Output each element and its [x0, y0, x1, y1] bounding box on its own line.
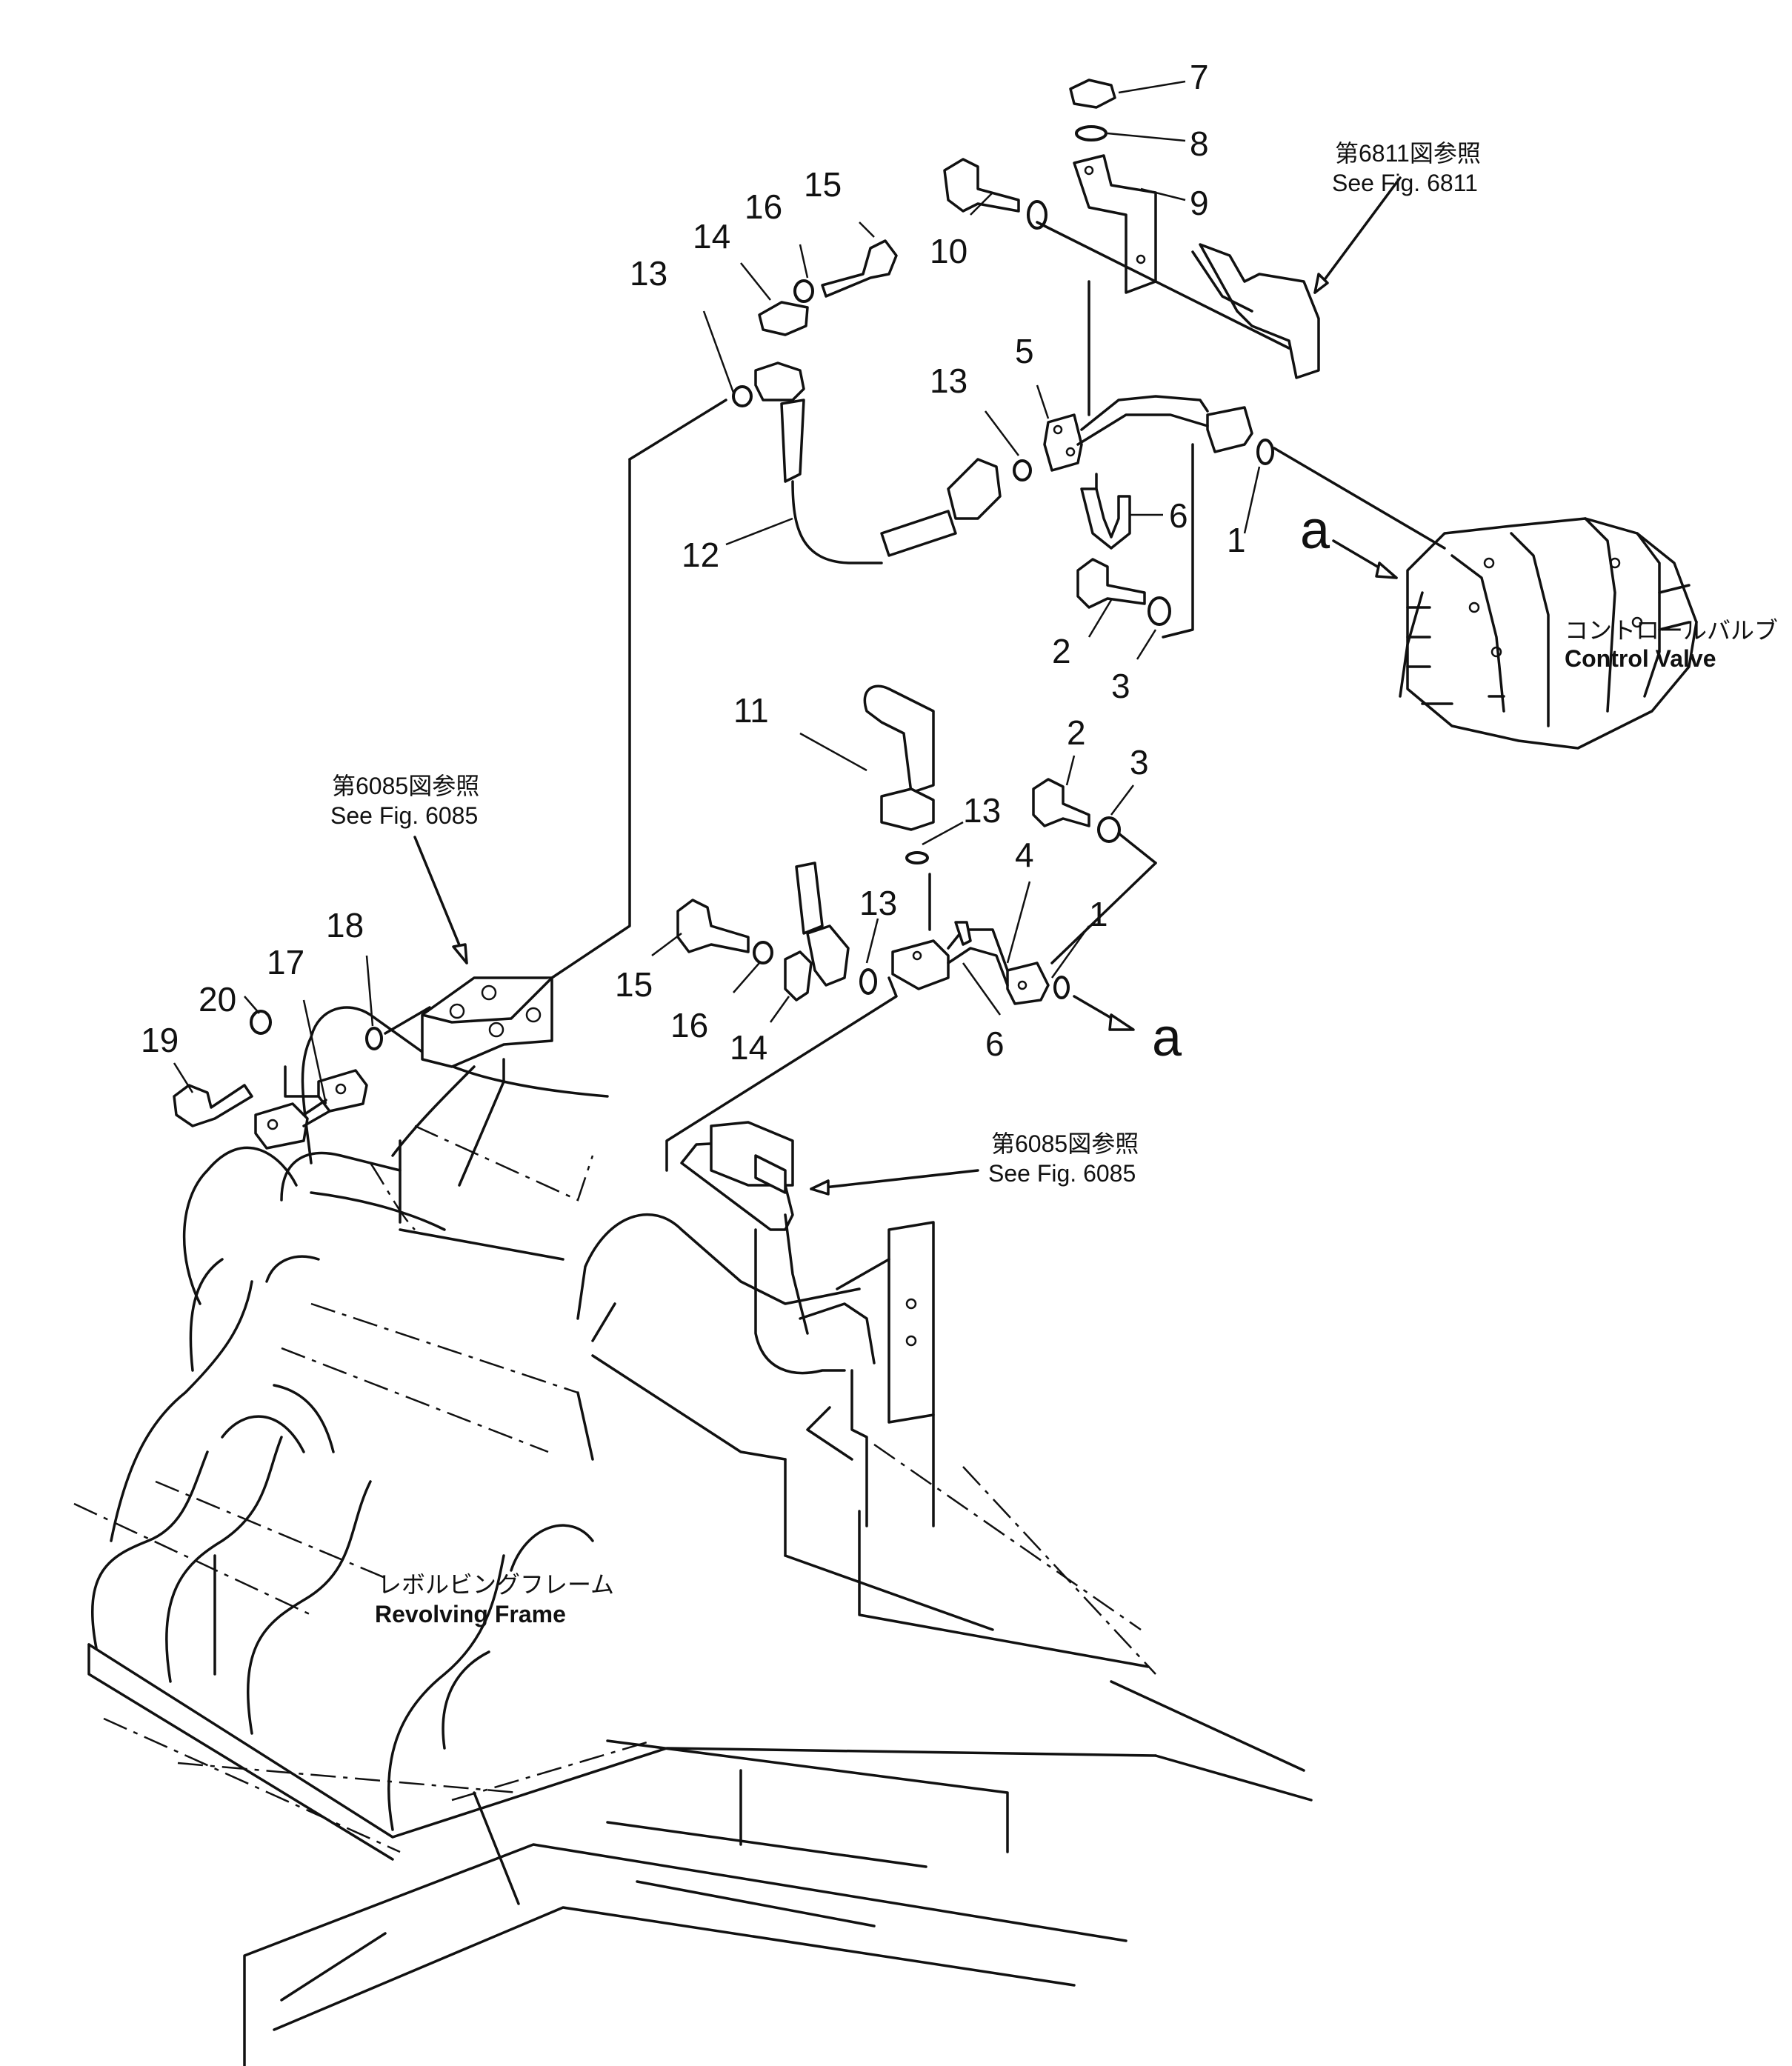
svg-text:第6811図参照: 第6811図参照: [1335, 140, 1481, 167]
part-6-elbow-upper: [1080, 487, 1131, 550]
part-4-tube: [891, 928, 1050, 1005]
part-10-bolt: [943, 158, 1020, 213]
part-1-oring-lower: [1053, 976, 1070, 999]
part-8-washer: [1075, 125, 1107, 141]
callout-11: 11: [733, 691, 769, 730]
callout-9: 9: [1190, 184, 1209, 222]
part-13-oring-lower-a: [905, 851, 929, 864]
part-19-bolt: [173, 1084, 253, 1127]
callout-6-upper: 6: [1169, 496, 1188, 535]
part-6-elbow-lower: [954, 921, 972, 946]
arrow-fig6811: [1313, 176, 1402, 294]
part-15-bolt-upper: [821, 239, 898, 298]
callout-16-upper: 16: [745, 187, 782, 226]
part-20-washer: [250, 1010, 272, 1035]
part-13-oring-upper-b: [1013, 459, 1032, 481]
part-5-tube: [1043, 395, 1253, 472]
callout-numbers: 7 8 9 10 15 16 14 13 5 13 6 1 12 2 3 11 …: [141, 58, 1246, 1067]
callout-16-lower: 16: [670, 1006, 708, 1044]
callout-5: 5: [1015, 332, 1034, 370]
part-12-hose: [754, 361, 1002, 564]
callout-3-upper: 3: [1111, 667, 1130, 705]
svg-text:See Fig. 6811: See Fig. 6811: [1332, 170, 1478, 196]
callout-8: 8: [1190, 124, 1209, 163]
callout-2-lower: 2: [1067, 713, 1086, 752]
callout-7: 7: [1190, 58, 1209, 96]
callout-13-upper-b: 13: [930, 361, 967, 400]
ref-fig-6085-right: 第6085図参照 See Fig. 6085: [988, 1130, 1139, 1187]
callout-12: 12: [682, 536, 719, 574]
part-14-clamp-upper: [758, 301, 809, 336]
part-17-flange-tube: [254, 1102, 309, 1150]
part-3-washer-upper: [1148, 596, 1171, 626]
svg-text:第6085図参照: 第6085図参照: [991, 1130, 1139, 1157]
part-14-clamp-lower: [784, 950, 813, 1002]
part-1-oring-upper: [1256, 439, 1274, 465]
arrow-fig6085-right: [810, 1169, 979, 1190]
svg-text:Control Valve: Control Valve: [1565, 645, 1716, 672]
callout-19: 19: [141, 1021, 179, 1059]
part-16-washer-lower: [753, 941, 773, 964]
part-13-oring-upper-a: [732, 385, 753, 407]
part-2-bolt-upper: [1076, 558, 1146, 609]
callout-1-upper: 1: [1227, 521, 1246, 559]
callout-18: 18: [326, 906, 364, 944]
callout-17: 17: [267, 943, 304, 982]
part-7-nut: [1069, 79, 1116, 109]
valve-mounting-bracket: [680, 1121, 935, 1527]
callout-3-lower: 3: [1130, 743, 1149, 782]
ref-fig-6085-left: 第6085図参照 See Fig. 6085: [330, 773, 479, 829]
svg-text:See Fig. 6085: See Fig. 6085: [330, 802, 478, 829]
left-valve-block: [391, 976, 553, 1187]
svg-text:See Fig. 6085: See Fig. 6085: [988, 1160, 1136, 1187]
revolving-frame: [73, 1006, 1313, 2066]
part-2-bolt-lower: [1032, 778, 1090, 827]
callout-13-lower-b: 13: [859, 884, 897, 922]
svg-text:レボルビングフレーム: レボルビングフレーム: [378, 1571, 614, 1598]
svg-text:Revolving Frame: Revolving Frame: [375, 1601, 566, 1627]
fig6811-bracket: [1199, 243, 1320, 379]
part-11-hose: [795, 684, 935, 987]
svg-text:コントロールバルブ: コントロールバルブ: [1565, 617, 1778, 644]
callout-6-lower: 6: [985, 1024, 1005, 1063]
callout-15-lower: 15: [615, 965, 653, 1004]
callout-4: 4: [1015, 836, 1034, 874]
part-3-washer-lower: [1097, 816, 1121, 843]
arrow-fig6085-left: [413, 836, 468, 964]
callout-10: 10: [930, 232, 967, 270]
connector-a-upper: a: [1300, 501, 1330, 560]
part-13-oring-lower-b: [859, 968, 877, 995]
part-9-bracket: [1073, 154, 1157, 294]
label-control-valve: コントロールバルブ Control Valve: [1565, 617, 1778, 672]
label-revolving-frame: レボルビングフレーム Revolving Frame: [375, 1571, 614, 1627]
leader-lines: [173, 80, 1261, 1104]
callout-13-lower-a: 13: [963, 791, 1001, 830]
callout-14-lower: 14: [730, 1028, 767, 1067]
callout-1-lower: 1: [1089, 895, 1108, 933]
callout-2-upper: 2: [1052, 632, 1071, 670]
ref-fig-6811: 第6811図参照 See Fig. 6811: [1332, 140, 1481, 196]
callout-14-upper: 14: [693, 217, 730, 256]
callout-13-upper-a: 13: [630, 254, 667, 293]
callout-20: 20: [199, 980, 236, 1019]
part-15-bolt-lower: [676, 899, 750, 953]
part-18-oring: [365, 1027, 383, 1050]
callout-15-upper: 15: [804, 165, 842, 204]
control-valve: [1399, 517, 1698, 750]
svg-text:第6085図参照: 第6085図参照: [332, 773, 479, 799]
part-10-washer: [1027, 200, 1047, 230]
part-16-washer-upper: [793, 279, 814, 303]
connector-a-lower: a: [1152, 1008, 1182, 1067]
